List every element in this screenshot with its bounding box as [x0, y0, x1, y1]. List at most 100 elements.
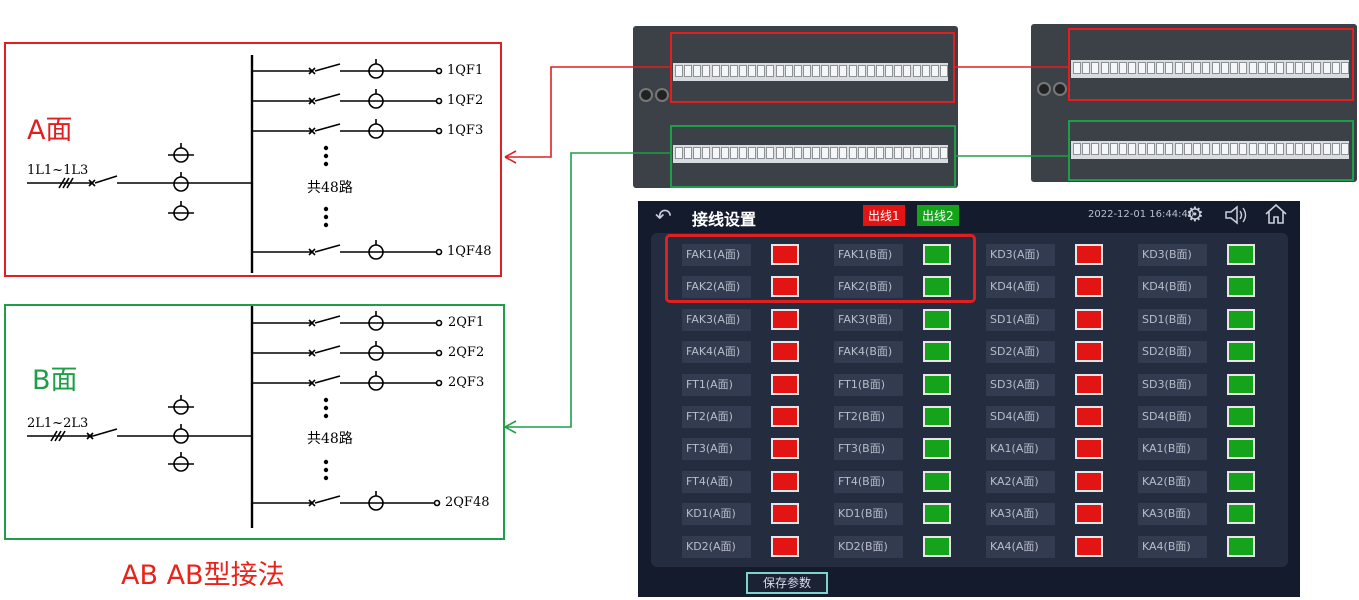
- line-toggle-green[interactable]: [1227, 503, 1255, 524]
- back-icon[interactable]: ↶: [655, 204, 672, 228]
- terminal-block: [1100, 62, 1109, 74]
- param-label: KA1(A面): [986, 438, 1055, 460]
- terminal-block: [857, 147, 866, 159]
- line-toggle-red[interactable]: [1075, 536, 1103, 557]
- panel-face-b: [4, 304, 505, 540]
- param-label: FT4(A面): [682, 471, 751, 493]
- terminal-block: [1220, 143, 1229, 155]
- param-label: FAK2(A面): [682, 276, 751, 298]
- terminal-block: [1193, 143, 1202, 155]
- save-button[interactable]: 保存参数: [746, 572, 828, 594]
- terminal-block: [684, 147, 693, 159]
- device-2-outline-green: [1068, 120, 1354, 181]
- terminal-block: [940, 147, 948, 159]
- face-b-branch-2: [252, 341, 443, 361]
- line-toggle-red[interactable]: [1075, 471, 1103, 492]
- line-toggle-green[interactable]: [1227, 438, 1255, 459]
- terminal-block: [1082, 143, 1091, 155]
- line-toggle-red[interactable]: [1075, 374, 1103, 395]
- param-label: KA3(B面): [1138, 503, 1207, 525]
- line-toggle-red[interactable]: [771, 471, 799, 492]
- settings-icon[interactable]: ⚙: [1186, 202, 1204, 226]
- face-a-output-last: 1QF48: [447, 244, 492, 259]
- terminal-block: [1239, 62, 1248, 74]
- face-a-label: A面: [27, 115, 73, 146]
- terminal-block: [1304, 62, 1313, 74]
- terminal-block: [720, 65, 729, 77]
- line-toggle-green[interactable]: [1227, 471, 1255, 492]
- terminal-block: [684, 65, 693, 77]
- terminal-block: [1248, 143, 1257, 155]
- terminal-block: [921, 147, 930, 159]
- line-toggle-green[interactable]: [923, 276, 951, 297]
- home-icon[interactable]: [1264, 203, 1288, 225]
- line-toggle-green[interactable]: [923, 406, 951, 427]
- terminal-block: [693, 65, 702, 77]
- terminal-block: [1313, 143, 1322, 155]
- line-toggle-red[interactable]: [1075, 438, 1103, 459]
- line-toggle-red[interactable]: [1075, 503, 1103, 524]
- line-toggle-red[interactable]: [771, 309, 799, 330]
- line-toggle-red[interactable]: [1075, 244, 1103, 265]
- line-toggle-red[interactable]: [771, 374, 799, 395]
- line-toggle-green[interactable]: [923, 309, 951, 330]
- line-toggle-green[interactable]: [923, 503, 951, 524]
- param-label: FAK1(B面): [834, 244, 903, 266]
- face-b-output-1: 2QF1: [448, 315, 485, 330]
- terminal-block: [720, 147, 729, 159]
- line-toggle-red[interactable]: [771, 406, 799, 427]
- param-label: KD2(A面): [682, 536, 751, 558]
- terminal-block: [1156, 143, 1165, 155]
- line-toggle-red[interactable]: [771, 244, 799, 265]
- line-toggle-green[interactable]: [1227, 276, 1255, 297]
- terminal-block: [894, 65, 903, 77]
- line-toggle-green[interactable]: [1227, 341, 1255, 362]
- line-toggle-red[interactable]: [771, 503, 799, 524]
- terminal-block: [757, 147, 766, 159]
- param-label: FAK1(A面): [682, 244, 751, 266]
- line-toggle-red[interactable]: [771, 438, 799, 459]
- line-toggle-green[interactable]: [1227, 244, 1255, 265]
- terminal-block: [1267, 62, 1276, 74]
- line-toggle-green[interactable]: [923, 471, 951, 492]
- datetime: 2022-12-01 16:44:40: [1088, 209, 1195, 220]
- terminal-block: [1156, 62, 1165, 74]
- face-a-output-2: 1QF2: [447, 93, 484, 108]
- terminal-block: [839, 147, 848, 159]
- line-toggle-green[interactable]: [923, 374, 951, 395]
- device-1-indicator-icon: [639, 88, 653, 102]
- line-toggle-red[interactable]: [771, 536, 799, 557]
- line-toggle-red[interactable]: [771, 341, 799, 362]
- line-toggle-red[interactable]: [1075, 341, 1103, 362]
- terminal-block: [812, 147, 821, 159]
- tag-outline-2: 出线2: [917, 205, 959, 226]
- line-toggle-green[interactable]: [923, 536, 951, 557]
- line-toggle-green[interactable]: [1227, 309, 1255, 330]
- face-b-input-label: 2L1~2L3: [27, 416, 89, 431]
- device-2-outline-red: [1068, 28, 1354, 101]
- terminal-block: [793, 147, 802, 159]
- terminal-block: [903, 147, 912, 159]
- terminal-block: [1276, 62, 1285, 74]
- terminal-block: [1257, 143, 1266, 155]
- line-toggle-green[interactable]: [923, 244, 951, 265]
- speaker-icon[interactable]: [1224, 205, 1250, 225]
- param-label: SD4(B面): [1138, 406, 1207, 428]
- panel-face-a: [4, 42, 502, 277]
- line-toggle-red[interactable]: [1075, 406, 1103, 427]
- line-toggle-green[interactable]: [1227, 374, 1255, 395]
- line-toggle-red[interactable]: [1075, 276, 1103, 297]
- line-toggle-green[interactable]: [1227, 406, 1255, 427]
- terminal-block: [1073, 62, 1081, 74]
- line-toggle-green[interactable]: [923, 341, 951, 362]
- line-toggle-green[interactable]: [1227, 536, 1255, 557]
- param-label: SD3(B面): [1138, 374, 1207, 396]
- terminal-block: [940, 65, 948, 77]
- face-a-output-1: 1QF1: [447, 63, 484, 78]
- line-toggle-green[interactable]: [923, 438, 951, 459]
- highlight-box: [665, 234, 976, 303]
- param-label: KA2(A面): [986, 471, 1055, 493]
- line-toggle-red[interactable]: [771, 276, 799, 297]
- line-toggle-red[interactable]: [1075, 309, 1103, 330]
- terminal-block: [1119, 62, 1128, 74]
